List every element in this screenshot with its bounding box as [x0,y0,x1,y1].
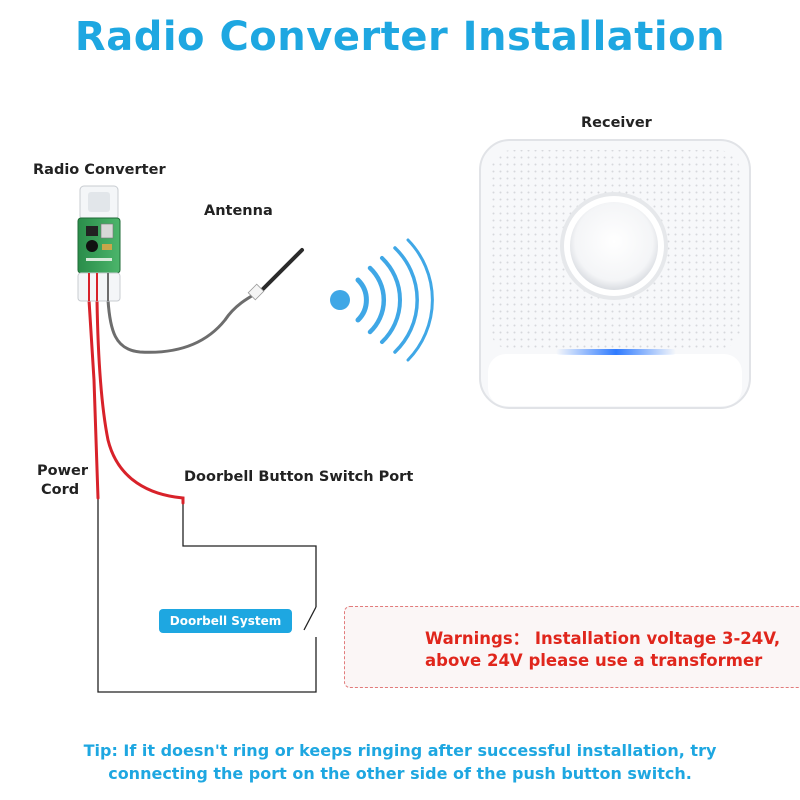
tip-line2: connecting the port on the other side of… [108,764,692,783]
power-cord [87,298,185,505]
tip-line1: Tip: If it doesn't ring or keeps ringing… [83,741,717,760]
doorbell-system-badge: Doorbell System [159,609,292,633]
warning-line2: above 24V please use a transformer [425,651,763,670]
doorbell-circuit [97,498,317,693]
radio-converter-module [77,185,121,302]
power-cord-label-line2: Cord [41,482,80,498]
warning-box [344,606,800,688]
page-title: Radio Converter Installation [74,14,726,60]
receiver-device [479,139,751,409]
warning-text: Warnings： Installation voltage 3-24V, ab… [425,628,795,672]
antenna-label: Antenna [204,203,273,219]
antenna [106,248,304,354]
switch-port-label: Doorbell Button Switch Port [184,469,414,485]
warning-line1: Warnings： Installation voltage 3-24V, [425,629,781,648]
power-cord-label-line1: Power [37,463,88,479]
radio-converter-label: Radio Converter [33,162,166,178]
signal-waves-icon [330,238,434,362]
receiver-label: Receiver [581,115,652,131]
tip-text: Tip: If it doesn't ring or keeps ringing… [40,739,760,785]
